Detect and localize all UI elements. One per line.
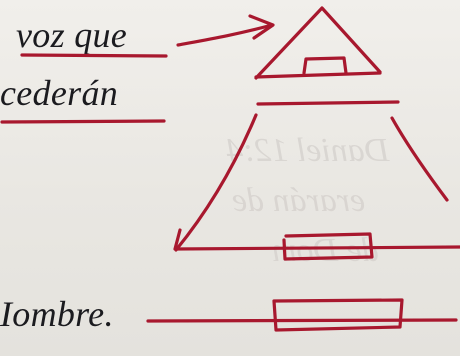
base-line-with-rectangle (146, 298, 458, 332)
large-pyramid-icon (173, 100, 460, 261)
underline-cederan (0, 119, 166, 124)
printed-line-lombre: Iombre. (0, 294, 114, 334)
arrow-icon (176, 14, 275, 47)
underline-voz-que (20, 53, 168, 58)
small-pyramid-icon (254, 6, 382, 80)
printed-line-voz-que: voz que (16, 15, 128, 55)
printed-line-cederan: cederán (0, 73, 119, 113)
